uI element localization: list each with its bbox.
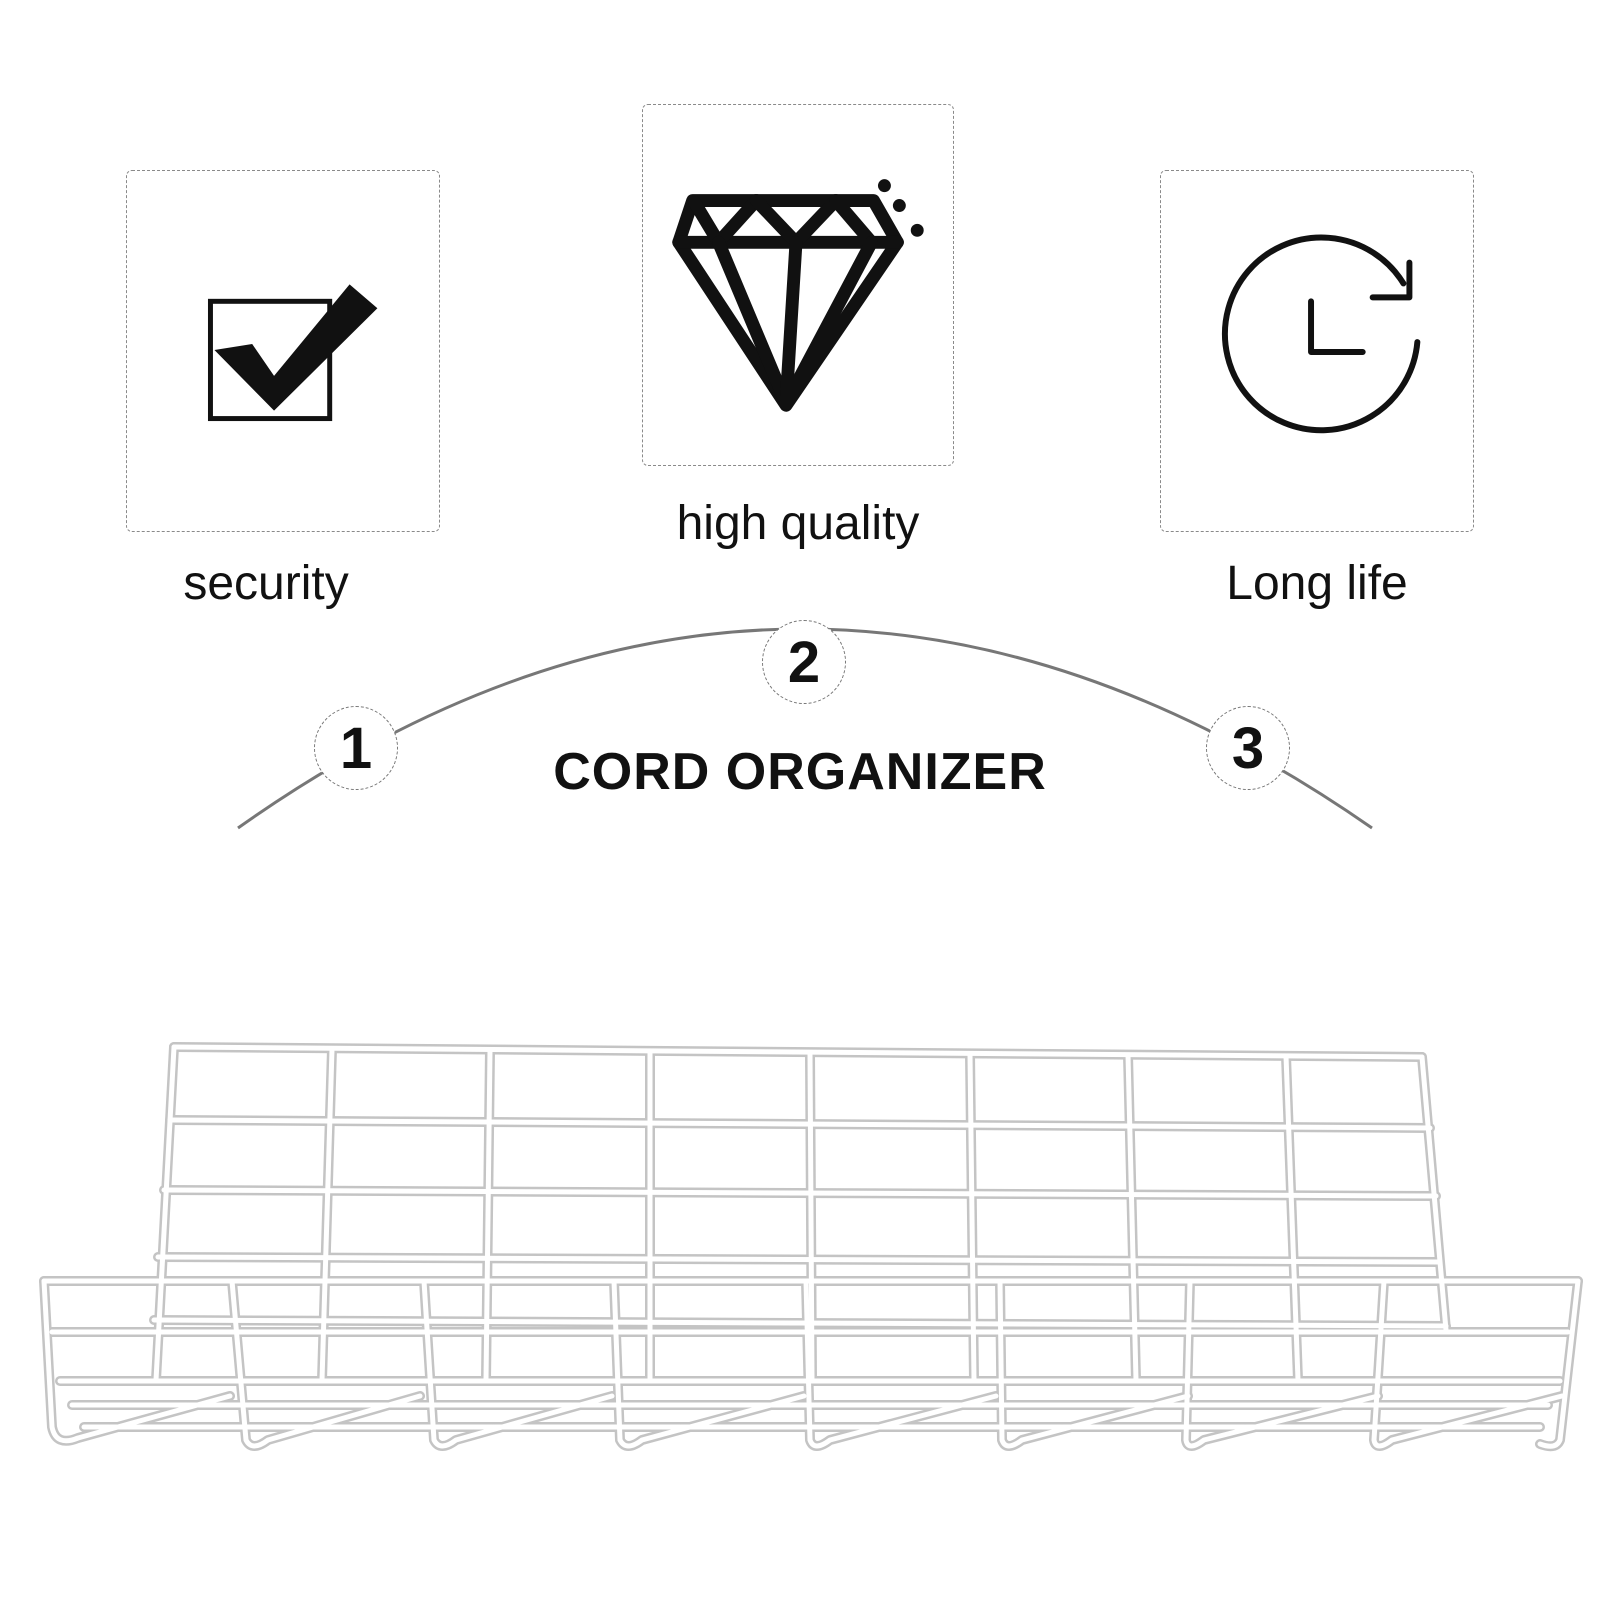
- step-badge-2: 2: [762, 620, 846, 704]
- security-feature-card: [126, 170, 440, 532]
- step-badge-3: 3: [1206, 706, 1290, 790]
- high-quality-feature-card: [642, 104, 954, 466]
- checkbox-check-icon: [207, 284, 378, 422]
- clock-refresh-icon: [1221, 234, 1421, 434]
- high-quality-label: high quality: [676, 497, 920, 550]
- cable-tray-image: [39, 1042, 1583, 1452]
- step-badge-1: 1: [314, 706, 398, 790]
- long-life-label: Long life: [1226, 557, 1408, 610]
- product-title: CORD ORGANIZER: [553, 743, 1047, 801]
- long-life-feature-card: [1160, 170, 1474, 532]
- security-label: security: [183, 557, 349, 610]
- diamond-icon: [672, 179, 924, 412]
